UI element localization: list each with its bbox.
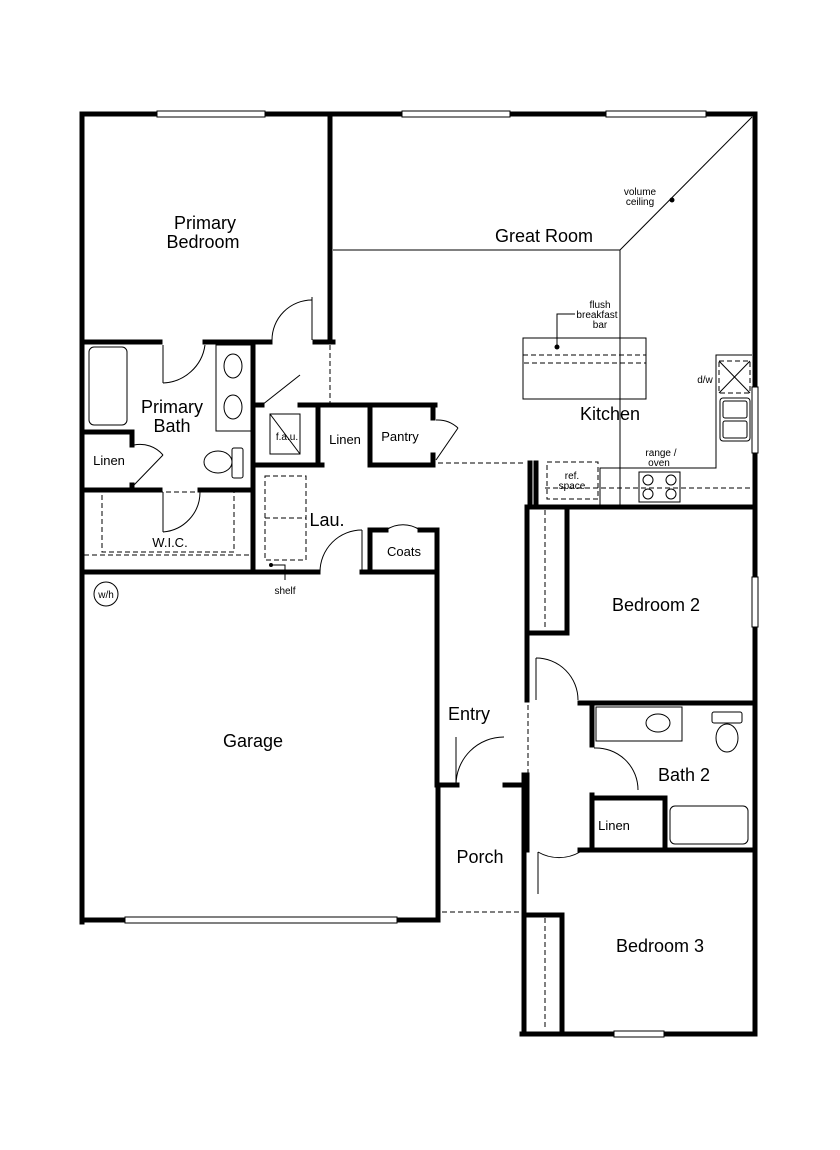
breakfast-bar bbox=[522, 337, 647, 400]
wic-label: W.I.C. bbox=[152, 535, 187, 550]
bathtub bbox=[669, 805, 749, 845]
window bbox=[751, 386, 759, 454]
sink bbox=[223, 394, 243, 420]
sliding-door bbox=[605, 110, 707, 118]
volume-ceiling-label: ceiling bbox=[626, 197, 654, 208]
range-label: range / bbox=[645, 448, 676, 459]
linen-label: Linen bbox=[598, 818, 630, 833]
window bbox=[156, 110, 266, 118]
window bbox=[613, 1030, 665, 1038]
primary-bath-label: Bath bbox=[153, 416, 190, 436]
fixtures bbox=[84, 110, 759, 1038]
linen-label: Linen bbox=[329, 432, 361, 447]
kitchen-label: Kitchen bbox=[580, 404, 640, 424]
range-label: oven bbox=[648, 458, 670, 469]
entry-label: Entry bbox=[448, 704, 490, 724]
pantry-label: Pantry bbox=[381, 429, 419, 444]
ref-space bbox=[546, 461, 599, 500]
water-heater bbox=[93, 581, 119, 607]
ref-space-label: ref. bbox=[565, 471, 579, 482]
primary-bath-label: Primary bbox=[141, 397, 203, 417]
primary-bedroom-label: Bedroom bbox=[166, 232, 239, 252]
bath-2-label: Bath 2 bbox=[658, 765, 710, 785]
fau-label: f.a.u. bbox=[276, 432, 298, 443]
bedroom-2-label: Bedroom 2 bbox=[612, 595, 700, 615]
sink bbox=[645, 713, 671, 733]
walls bbox=[79, 111, 758, 1037]
room-labels: Primary Bedroom Great Room volume ceilin… bbox=[93, 187, 713, 956]
ref-space-label: space bbox=[559, 481, 586, 492]
primary-bedroom-label: Primary bbox=[174, 213, 236, 233]
window bbox=[401, 110, 511, 118]
garage-label: Garage bbox=[223, 731, 283, 751]
dishwasher-label: d/w bbox=[697, 375, 713, 386]
coats-label: Coats bbox=[387, 544, 421, 559]
great-room-label: Great Room bbox=[495, 226, 593, 246]
breakfast-bar-label: breakfast bbox=[576, 310, 617, 321]
window bbox=[751, 576, 759, 628]
porch-label: Porch bbox=[456, 847, 503, 867]
sink bbox=[223, 353, 243, 379]
breakfast-bar-label: flush bbox=[589, 300, 610, 311]
garage-door bbox=[124, 916, 398, 924]
linen-label: Linen bbox=[93, 453, 125, 468]
bathtub bbox=[88, 346, 128, 426]
range bbox=[638, 471, 681, 503]
toilet bbox=[715, 723, 739, 753]
breakfast-bar-label: bar bbox=[593, 320, 608, 331]
laundry-label: Lau. bbox=[309, 510, 344, 530]
doors bbox=[133, 297, 639, 894]
volume-ceiling-label: volume bbox=[624, 187, 657, 198]
fau-unit bbox=[269, 413, 301, 455]
toilet bbox=[203, 450, 233, 474]
shelf-label: shelf bbox=[274, 586, 295, 597]
water-heater-label: w/h bbox=[97, 590, 114, 601]
bedroom-3-label: Bedroom 3 bbox=[616, 936, 704, 956]
sink bbox=[719, 397, 751, 442]
